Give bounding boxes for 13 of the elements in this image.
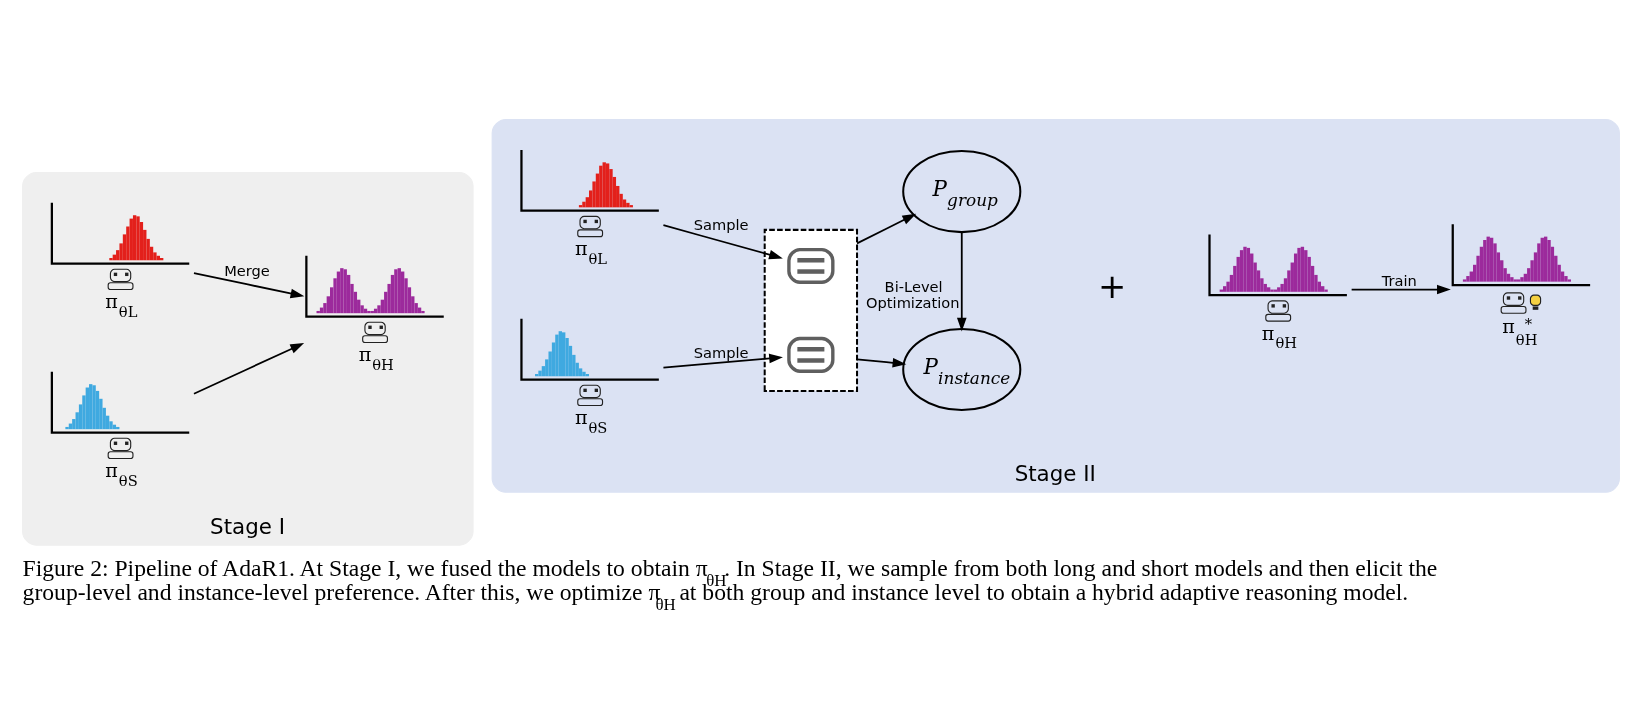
edge-label: Merge (224, 261, 270, 279)
node-label: π$_{θL}$ (574, 236, 607, 267)
node-label: π$_{θL}$ (105, 289, 138, 320)
label: + (1098, 266, 1127, 306)
edge-label: Sample (693, 215, 749, 233)
edge-label: Train (1381, 271, 1417, 288)
node-label: π$_{θS}$ (105, 458, 138, 489)
edge-label: Sample (693, 343, 749, 361)
node-label: π$_{θS}$ (574, 405, 608, 436)
node-label: π$_{θH}$ (1261, 321, 1297, 351)
edge-label: Bi-Level Optimization (866, 277, 960, 311)
node-label: π$_{θH}$ (358, 342, 394, 373)
caption: Figure 2: Pipeline of AdaR1. At Stage I, we fused the models to obtain π$_{θH}$. In Stage II, we sample from both long and short models and then elicit the group-level and instance-level preference. After this, we optimize π$_{θH}$ at both group and instance level to obtain a hybrid adaptive reasoning model. (22, 554, 1438, 614)
